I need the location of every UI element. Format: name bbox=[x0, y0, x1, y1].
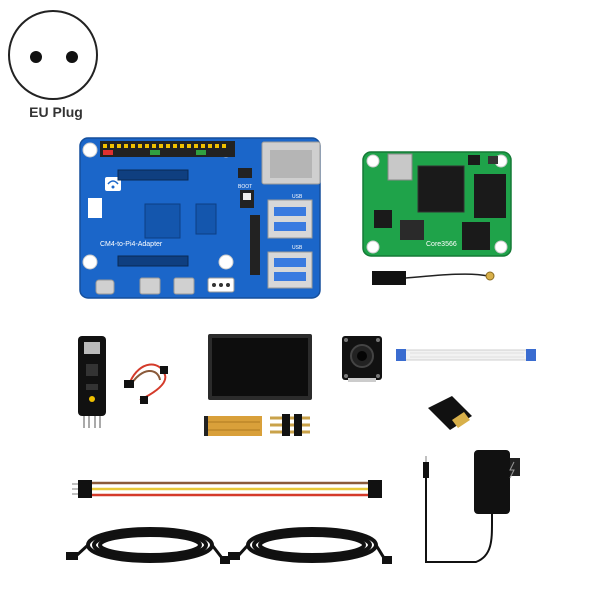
usb-cable-2 bbox=[228, 527, 392, 564]
wifi-antenna bbox=[372, 271, 495, 285]
hdmi-adapter bbox=[428, 396, 472, 430]
usb-label-2: USB bbox=[292, 245, 303, 251]
usb-cable-1 bbox=[66, 527, 230, 564]
boot-label: BOOT bbox=[238, 184, 252, 190]
usb-uart-module bbox=[78, 336, 106, 428]
wifi-icon bbox=[105, 177, 121, 191]
usb-label-1: USB bbox=[292, 194, 303, 200]
core-module: Core3566 bbox=[362, 151, 512, 257]
adapter-board: CM4-to-Pi4-Adapter BOOT USB USB bbox=[79, 137, 321, 299]
camera-ribbon-cable bbox=[396, 349, 536, 361]
adapter-silkscreen: CM4-to-Pi4-Adapter bbox=[100, 241, 163, 248]
core-silkscreen: Core3566 bbox=[426, 241, 457, 248]
serial-jumper-wire bbox=[124, 363, 168, 404]
camera-module bbox=[342, 336, 382, 382]
eu-plug-icon bbox=[8, 10, 98, 100]
power-adapter bbox=[423, 450, 520, 563]
plug-pin-left bbox=[30, 51, 42, 63]
lcd-display bbox=[204, 334, 312, 436]
plug-label: EU Plug bbox=[29, 104, 83, 120]
plug-pin-right bbox=[66, 51, 78, 63]
pin-headers bbox=[270, 414, 310, 436]
dupont-jumper-wires bbox=[72, 480, 382, 498]
